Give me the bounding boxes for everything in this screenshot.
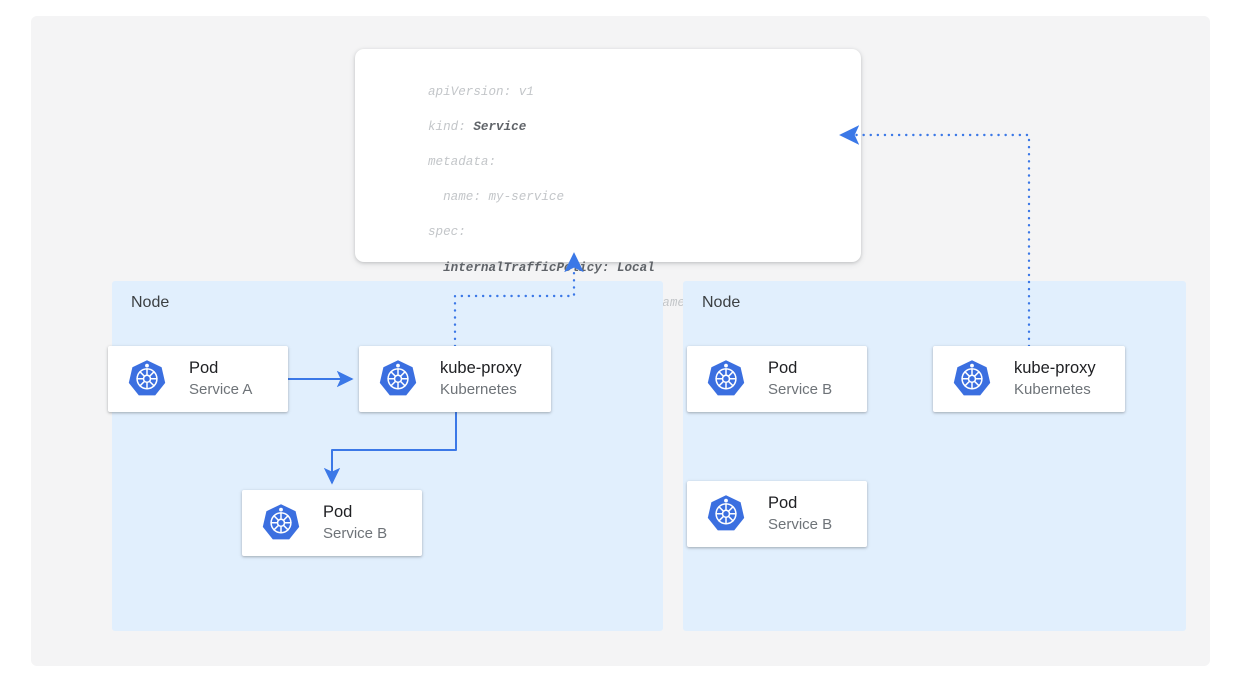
card-text: kube-proxy Kubernetes <box>440 358 522 400</box>
card-title: Pod <box>189 359 219 377</box>
yaml-kind-value: Service <box>473 119 527 134</box>
card-subtitle: Service B <box>768 516 833 533</box>
card-text: Pod Service A <box>189 358 252 400</box>
yaml-line-internaltrafficpolicy: internalTrafficPolicy: Local <box>428 260 738 278</box>
card-pod-service-b-right-top[interactable]: Pod Service B <box>687 346 867 412</box>
yaml-kind-prefix: kind: <box>428 119 474 134</box>
kubernetes-icon <box>704 357 748 401</box>
card-title: Pod <box>768 494 798 512</box>
yaml-itp-indent <box>428 261 443 275</box>
card-subtitle: Service B <box>323 525 388 542</box>
card-title: kube-proxy <box>440 359 522 377</box>
card-pod-service-b-left[interactable]: Pod Service B <box>242 490 422 556</box>
service-manifest-card: apiVersion: v1 kind: Service metadata: n… <box>355 49 861 450</box>
yaml-line-metadata: metadata: <box>428 154 497 169</box>
yaml-line-kind: kind: Service <box>428 119 738 137</box>
node-panel-right: Node <box>683 281 1186 631</box>
card-text: Pod Service B <box>323 502 387 544</box>
card-title: kube-proxy <box>1014 359 1096 377</box>
card-subtitle: Service A <box>189 381 253 398</box>
yaml-line-apiversion: apiVersion: v1 <box>428 84 534 99</box>
card-title: Pod <box>323 503 353 521</box>
yaml-line-spec: spec: <box>428 225 466 240</box>
node-panel-left: Node <box>112 281 663 631</box>
node-label-right: Node <box>702 294 741 311</box>
kubernetes-icon <box>704 492 748 536</box>
card-pod-service-b-right-bottom[interactable]: Pod Service B <box>687 481 867 547</box>
diagram-canvas: apiVersion: v1 kind: Service metadata: n… <box>31 16 1210 666</box>
card-title: Pod <box>768 359 798 377</box>
card-subtitle: Service B <box>768 381 833 398</box>
kubernetes-icon <box>125 357 169 401</box>
card-pod-service-a[interactable]: Pod Service A <box>108 346 288 412</box>
card-subtitle: Kubernetes <box>1014 381 1091 398</box>
kubernetes-icon <box>950 357 994 401</box>
yaml-itp-value: internalTrafficPolicy: Local <box>443 260 655 275</box>
card-kube-proxy-right[interactable]: kube-proxy Kubernetes <box>933 346 1125 412</box>
card-text: kube-proxy Kubernetes <box>1014 358 1096 400</box>
card-text: Pod Service B <box>768 493 832 535</box>
card-kube-proxy-left[interactable]: kube-proxy Kubernetes <box>359 346 551 412</box>
kubernetes-icon <box>376 357 420 401</box>
card-subtitle: Kubernetes <box>440 381 517 398</box>
yaml-line-name: name: my-service <box>428 190 565 205</box>
card-text: Pod Service B <box>768 358 832 400</box>
kubernetes-icon <box>259 501 303 545</box>
node-label-left: Node <box>131 294 170 311</box>
